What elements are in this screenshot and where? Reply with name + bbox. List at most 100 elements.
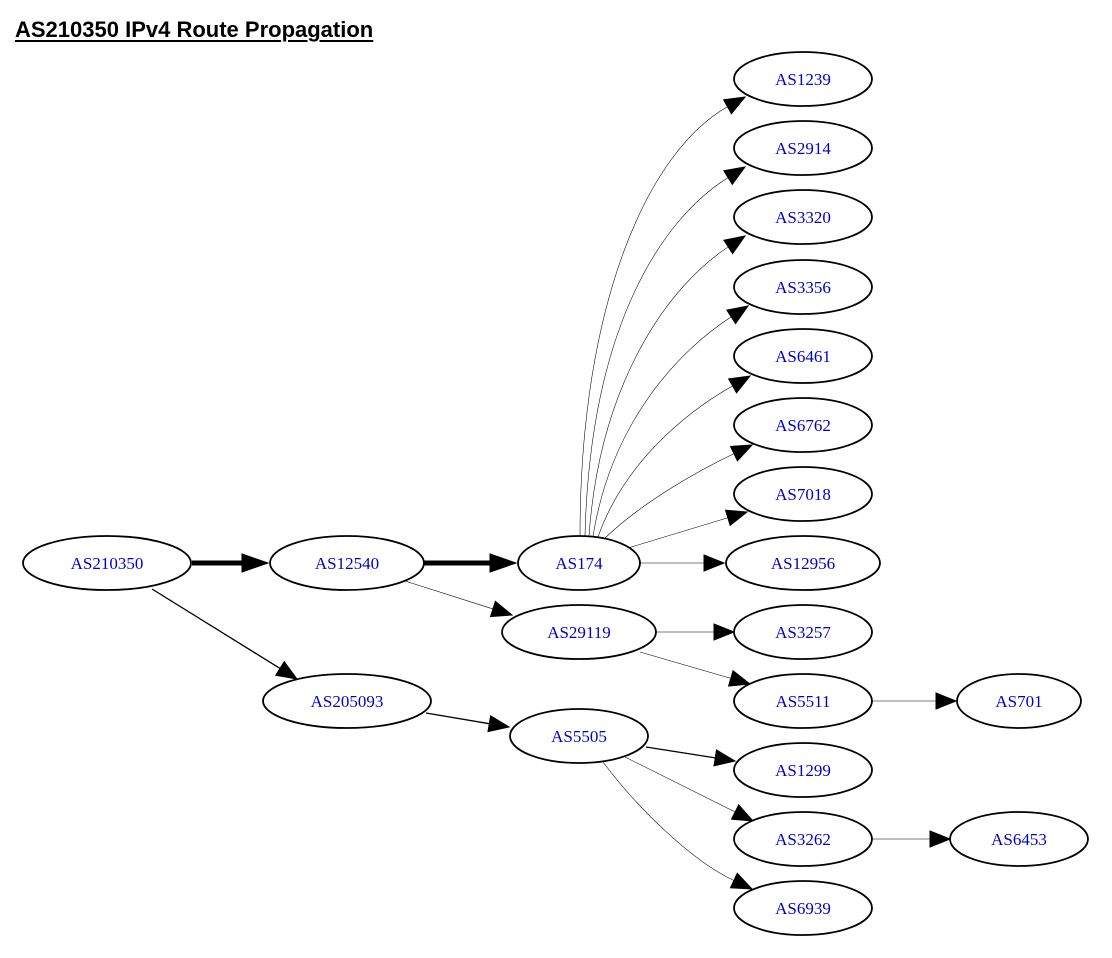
arrowhead (489, 553, 518, 573)
node-as7018[interactable]: AS7018 (733, 466, 873, 522)
edge-as174-to-as6461 (597, 375, 752, 538)
node-ellipse (956, 673, 1082, 729)
node-as12956[interactable]: AS12956 (725, 535, 881, 591)
node-ellipse (733, 742, 873, 798)
edge-as205093-to-as5505 (425, 712, 511, 733)
arrowhead (727, 669, 752, 687)
arrowhead (730, 804, 755, 822)
arrowhead (729, 444, 754, 462)
node-as174[interactable]: AS174 (517, 535, 641, 591)
edge-line (579, 106, 728, 537)
node-ellipse (949, 811, 1089, 867)
node-label[interactable]: AS1299 (775, 761, 831, 780)
edge-as29119-to-as3257 (656, 623, 736, 641)
arrowhead (723, 235, 747, 255)
arrowhead (713, 749, 737, 767)
arrowhead (703, 554, 726, 572)
node-label[interactable]: AS29119 (547, 623, 611, 642)
node-ellipse (262, 673, 432, 729)
edge-line (425, 712, 490, 725)
node-label[interactable]: AS5511 (775, 692, 830, 711)
node-label[interactable]: AS205093 (311, 692, 384, 711)
arrowhead (489, 600, 514, 618)
edge-line (639, 651, 731, 679)
arrowhead (274, 660, 299, 680)
edge-line (604, 453, 735, 539)
node-label[interactable]: AS701 (995, 692, 1042, 711)
node-as5511[interactable]: AS5511 (733, 673, 873, 729)
edge-as5511-to-as701 (872, 692, 958, 710)
node-label[interactable]: AS12956 (771, 554, 835, 573)
node-label[interactable]: AS3320 (775, 208, 831, 227)
node-as2914[interactable]: AS2914 (733, 120, 873, 176)
edge-as210350-to-as205093 (151, 588, 299, 680)
arrowhead (726, 305, 750, 325)
node-as3356[interactable]: AS3356 (733, 259, 873, 315)
node-as12540[interactable]: AS12540 (269, 535, 425, 591)
node-as5505[interactable]: AS5505 (509, 708, 649, 764)
edge-as174-to-as3320 (588, 235, 747, 537)
edge-line (627, 517, 728, 549)
node-ellipse (733, 466, 873, 522)
node-label[interactable]: AS12540 (315, 554, 379, 573)
edge-as3262-to-as6453 (872, 830, 952, 848)
node-label[interactable]: AS3262 (775, 830, 831, 849)
node-label[interactable]: AS174 (555, 554, 603, 573)
node-label[interactable]: AS6453 (991, 830, 1047, 849)
edge-as12540-to-as29119 (404, 580, 514, 618)
edge-line (404, 580, 494, 610)
edge-as174-to-as12956 (640, 554, 726, 572)
arrowhead (935, 692, 958, 710)
arrowhead (722, 96, 747, 115)
node-label[interactable]: AS5505 (551, 727, 607, 746)
node-as1299[interactable]: AS1299 (733, 742, 873, 798)
node-label[interactable]: AS2914 (775, 139, 831, 158)
node-as29119[interactable]: AS29119 (501, 604, 657, 660)
node-as6939[interactable]: AS6939 (733, 880, 873, 936)
edge-line (602, 761, 735, 881)
node-as3320[interactable]: AS3320 (733, 189, 873, 245)
arrowhead (722, 166, 747, 186)
node-as3257[interactable]: AS3257 (733, 604, 873, 660)
node-ellipse (733, 811, 873, 867)
node-ellipse (733, 673, 873, 729)
node-label[interactable]: AS7018 (775, 485, 831, 504)
node-as3262[interactable]: AS3262 (733, 811, 873, 867)
node-ellipse (733, 397, 873, 453)
node-label[interactable]: AS6461 (775, 347, 831, 366)
edge-line (592, 316, 732, 537)
node-label[interactable]: AS6762 (775, 416, 831, 435)
node-ellipse (733, 189, 873, 245)
node-as701[interactable]: AS701 (956, 673, 1082, 729)
edge-as174-to-as1239 (579, 96, 747, 537)
node-ellipse (22, 535, 192, 591)
edge-as174-to-as3356 (592, 305, 750, 537)
edge-as29119-to-as5511 (639, 651, 752, 687)
arrowhead (713, 623, 736, 641)
node-ellipse (501, 604, 657, 660)
node-as1239[interactable]: AS1239 (733, 51, 873, 107)
node-as6453[interactable]: AS6453 (949, 811, 1089, 867)
node-label[interactable]: AS3356 (775, 278, 831, 297)
node-as210350[interactable]: AS210350 (22, 535, 192, 591)
node-as6461[interactable]: AS6461 (733, 328, 873, 384)
edge-line (624, 756, 736, 813)
edge-as12540-to-as174 (424, 553, 518, 573)
arrowhead (929, 830, 952, 848)
node-as205093[interactable]: AS205093 (262, 673, 432, 729)
node-label[interactable]: AS210350 (71, 554, 144, 573)
node-ellipse (269, 535, 425, 591)
node-ellipse (517, 535, 641, 591)
node-ellipse (733, 259, 873, 315)
edge-as5505-to-as6939 (602, 761, 754, 890)
edge-as5505-to-as1299 (645, 746, 737, 767)
node-label[interactable]: AS1239 (775, 70, 831, 89)
page-title: AS210350 IPv4 Route Propagation (15, 17, 374, 42)
node-as6762[interactable]: AS6762 (733, 397, 873, 453)
node-label[interactable]: AS3257 (775, 623, 831, 642)
node-ellipse (509, 708, 649, 764)
node-label[interactable]: AS6939 (775, 899, 831, 918)
edge-line (584, 177, 729, 537)
